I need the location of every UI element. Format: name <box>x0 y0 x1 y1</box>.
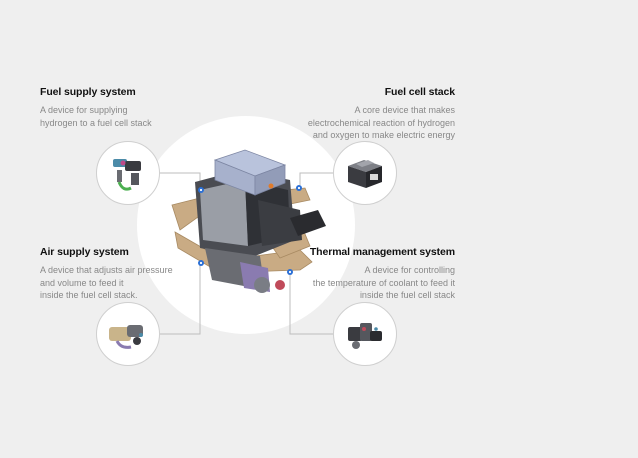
thermal-management-part-icon <box>348 323 382 349</box>
connector-thermal <box>289 275 333 335</box>
fuel-supply-title: Fuel supply system <box>40 86 136 98</box>
fuel-cell-desc-line-2: electrochemical reaction of hydrogen <box>307 117 455 128</box>
fuel-cell-desc-line-3: and oxygen to make electric energy <box>312 130 455 140</box>
air-supply-desc-line-2: and volume to feed it <box>40 277 124 288</box>
fuel-cell-title: Fuel cell stack <box>384 86 455 98</box>
connector-air-supply <box>160 265 201 335</box>
air-supply-description: A device that adjusts air pressure and v… <box>40 264 210 302</box>
thermal-description: A device for controlling the temperature… <box>275 264 455 302</box>
fuel-cell-thumbnail <box>333 141 397 205</box>
thermal-title: Thermal management system <box>309 246 455 258</box>
fuel-supply-desc-line-2: hydrogen to a fuel cell stack <box>40 117 152 128</box>
fuel-cell-description: A core device that makes electrochemical… <box>290 104 455 142</box>
air-supply-thumbnail <box>96 302 160 366</box>
air-supply-label: Air supply system A device that adjusts … <box>40 246 210 302</box>
air-supply-desc-line-3: inside the fuel cell stack. <box>40 290 138 300</box>
thermal-desc-line-3: inside the fuel cell stack <box>359 290 455 300</box>
thermal-thumbnail <box>333 302 397 366</box>
fuel-cell-label: Fuel cell stack A core device that makes… <box>290 86 455 142</box>
thermal-desc-line-1: A device for controlling <box>364 265 455 275</box>
thermal-desc-line-2: the temperature of coolant to feed it <box>312 277 455 288</box>
thermal-label: Thermal management system A device for c… <box>275 246 455 302</box>
fuel-supply-label: Fuel supply system A device for supplyin… <box>40 86 210 129</box>
air-supply-title: Air supply system <box>40 246 129 258</box>
fuel-supply-description: A device for supplying hydrogen to a fue… <box>40 104 210 129</box>
fuel-supply-desc-line-1: A device for supplying <box>40 105 128 115</box>
air-supply-desc-line-1: A device that adjusts air pressure <box>40 265 173 275</box>
connector-fuel-cell <box>299 172 333 185</box>
fuel-cell-stack-part-icon <box>348 160 382 188</box>
air-supply-part-icon <box>109 325 143 349</box>
fuel-cell-desc-line-1: A core device that makes <box>354 105 455 115</box>
fuel-supply-part-icon <box>113 159 141 191</box>
fuel-supply-thumbnail <box>96 141 160 205</box>
